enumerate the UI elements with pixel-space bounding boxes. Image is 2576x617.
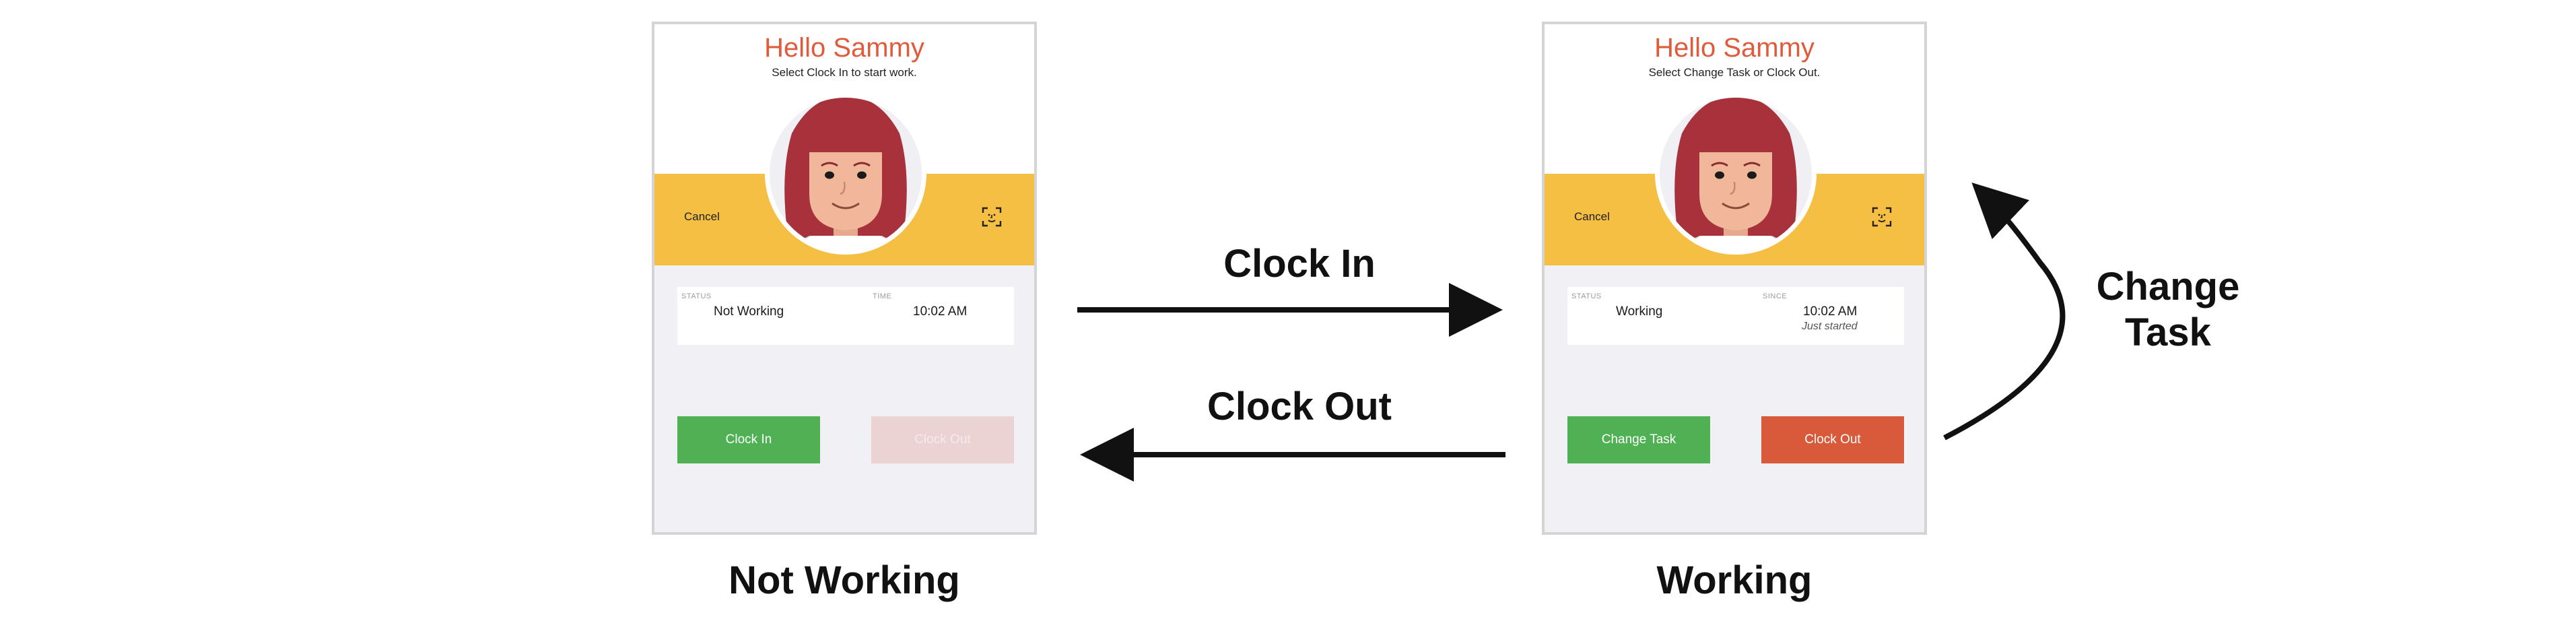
change-task-label-line1: Change	[2096, 265, 2240, 308]
change-task-button[interactable]: Change Task	[1567, 416, 1710, 463]
cancel-button[interactable]: Cancel	[1574, 210, 1610, 223]
change-task-label-line2: Task	[2125, 311, 2211, 354]
time-note: Just started	[1802, 321, 1858, 332]
status-value: Not Working	[714, 304, 784, 319]
avatar-illustration	[765, 93, 926, 255]
clock-out-transition-label: Clock Out	[1207, 385, 1392, 428]
status-value: Working	[1616, 304, 1663, 319]
clock-in-transition-label: Clock In	[1223, 242, 1376, 286]
state-label-not-working: Not Working	[728, 558, 960, 602]
status-caption: STATUS	[1571, 292, 1602, 300]
greeting: Hello Sammy	[1654, 33, 1815, 63]
status-card: STATUS Working SINCE 10:02 AM Just start…	[1567, 287, 1904, 345]
screen-not-working: Hello Sammy Select Clock In to start wor…	[652, 22, 1037, 535]
clock-out-button-disabled[interactable]: Clock Out	[871, 416, 1014, 463]
state-label-working: Working	[1656, 558, 1812, 602]
clock-in-button[interactable]: Clock In	[677, 416, 820, 463]
face-scan-icon[interactable]	[1872, 207, 1892, 227]
status-card: STATUS Not Working TIME 10:02 AM	[677, 287, 1014, 345]
time-value: 10:02 AM	[913, 304, 968, 319]
instruction-text: Select Clock In to start work.	[772, 66, 917, 79]
clock-out-button[interactable]: Clock Out	[1761, 416, 1904, 463]
change-task-transition-label: Change Task	[2040, 264, 2296, 356]
time-caption: TIME	[873, 292, 892, 300]
cancel-button[interactable]: Cancel	[684, 210, 720, 223]
time-caption: SINCE	[1763, 292, 1788, 300]
status-caption: STATUS	[681, 292, 712, 300]
avatar-illustration	[1655, 93, 1817, 255]
screen-working: Hello Sammy Select Change Task or Clock …	[1542, 22, 1927, 535]
greeting: Hello Sammy	[764, 33, 924, 63]
change-task-arrow	[1943, 182, 2066, 441]
instruction-text: Select Change Task or Clock Out.	[1648, 66, 1821, 79]
face-scan-icon[interactable]	[982, 207, 1002, 227]
time-value: 10:02 AM	[1803, 304, 1858, 319]
